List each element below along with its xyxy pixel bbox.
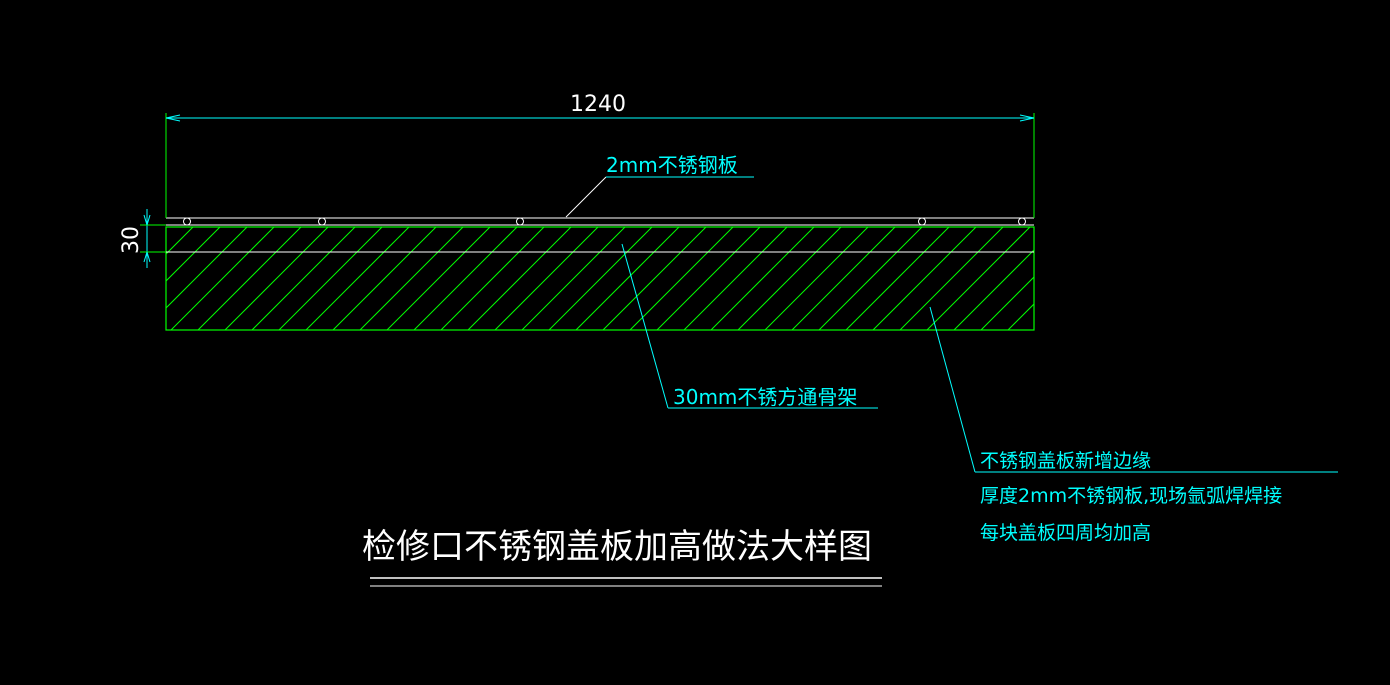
hatch-line [980,276,1034,330]
height-dimension-text: 30 [119,226,144,254]
hatch-line [251,227,356,330]
dim-tick-left [165,114,181,119]
hatch-line [224,227,329,330]
hatch-line [197,227,302,330]
hatch-line [278,227,383,330]
leader-line [621,243,669,409]
dim-tick-left-b [165,117,181,122]
fastener [183,217,191,226]
hatch-fill [166,227,1219,330]
hatch-line [953,249,1034,330]
hatch-line [494,227,599,330]
hatch-line [170,227,275,330]
drawing-title: 检修口不锈钢盖板加高做法大样图 [362,527,872,567]
plate-leader: 2mm不锈钢板 [565,153,754,218]
hatch-line [1035,227,1138,330]
leader-line [929,306,976,473]
edge-leader: 不锈钢盖板新增边缘 厚度2mm不锈钢板,现场氩弧焊焊接 每块盖板四周均加高 [929,306,1338,544]
edge-label-line1: 不锈钢盖板新增边缘 [980,450,1151,472]
hatch-line [332,227,437,330]
hatch-line [764,227,869,330]
vdim-arrow-top-b [146,214,151,226]
edge-label-line3: 每块盖板四周均加高 [980,522,1151,544]
hatch-line [872,227,977,330]
hatch-line [166,227,248,309]
hatch-line [926,227,1031,330]
hatch-line [305,227,410,330]
hatch-line [791,227,896,330]
edge-label-line2: 厚度2mm不锈钢板,现场氩弧焊焊接 [980,485,1282,507]
hatch-line [602,227,707,330]
dim-tick-right [1019,114,1035,119]
fastener [918,217,926,226]
hatch-line [1007,303,1034,330]
hatch-line [548,227,653,330]
fastener [1018,217,1026,226]
section-outline [165,226,1035,331]
leader-line [565,176,607,218]
frame-leader: 30mm不锈方通骨架 [621,243,878,409]
hatch-line [359,227,464,330]
hatch-line [166,227,194,255]
width-dimension-text: 1240 [570,92,626,117]
hatch-line [166,227,167,228]
height-dimension: 30 [119,209,166,268]
plate-label: 2mm不锈钢板 [606,153,738,177]
fastener [516,217,524,226]
hatch-line [845,227,950,330]
hatch-line [1116,227,1219,330]
hatch-line [737,227,842,330]
vdim-arrow-top [143,214,148,226]
vdim-arrow-bottom [143,251,148,263]
hatch-line [818,227,923,330]
hatch-line [386,227,491,330]
dim-tick-right-b [1019,117,1035,122]
drawing-title-block: 检修口不锈钢盖板加高做法大样图 [362,527,882,587]
plate-fasteners [183,217,1026,226]
fastener [318,217,326,226]
hatch-line [440,227,545,330]
hatch-line [521,227,626,330]
frame-label: 30mm不锈方通骨架 [673,385,857,409]
hatch-line [1062,227,1165,330]
width-dimension: 1240 [165,92,1035,218]
vdim-arrow-bottom-b [146,251,151,263]
hatch-line [1089,227,1192,330]
hatch-line [629,227,734,330]
hatch-line [575,227,680,330]
hatch-line [656,227,761,330]
hatch-line [413,227,518,330]
hatch-line [467,227,572,330]
hatch-line [683,227,788,330]
hatch-line [899,227,1004,330]
hatch-line [166,227,221,282]
hatch-line [710,227,815,330]
